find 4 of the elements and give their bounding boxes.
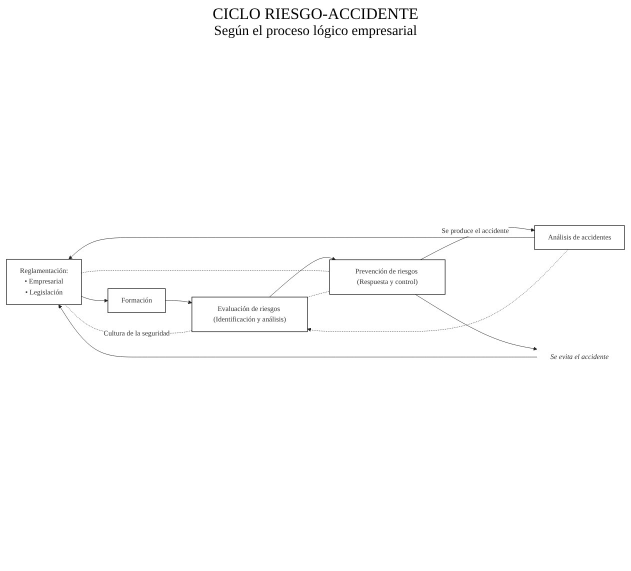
diagram-subtitle: Según el proceso lógico empresarial [213,24,418,40]
diagram-title: CICLO RIESGO-ACCIDENTE [212,6,420,24]
connector [81,270,330,274]
connector [307,291,330,298]
